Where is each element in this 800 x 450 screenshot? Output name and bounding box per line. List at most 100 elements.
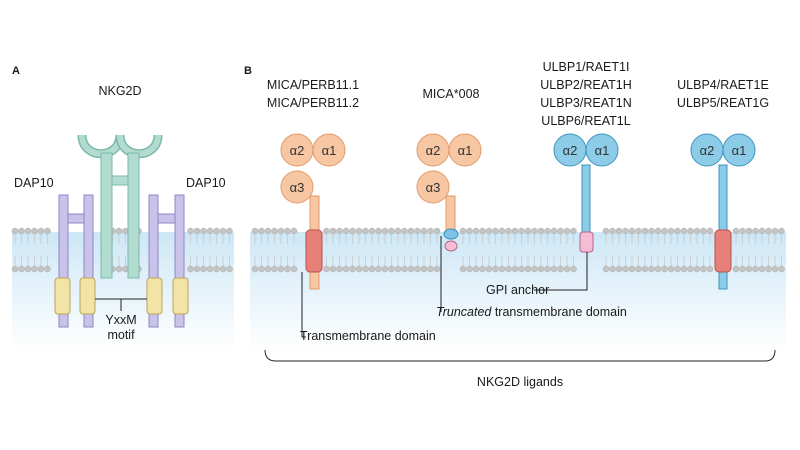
lipid-head	[226, 265, 233, 273]
lipid-head	[407, 227, 415, 235]
lipid-head	[193, 265, 201, 273]
lipid-head	[557, 265, 564, 273]
alpha3-domain	[416, 170, 450, 204]
lipid-head	[570, 227, 577, 235]
lipid-head	[213, 265, 220, 273]
lipid-head	[706, 227, 714, 235]
lipid-head	[524, 265, 532, 273]
lipid-head	[641, 265, 649, 273]
alpha2-label: α2	[426, 143, 441, 158]
lipid-head	[381, 227, 389, 235]
lipid-head	[251, 227, 259, 235]
ligand-name-ulbp4: ULBP4/RAET1E	[677, 78, 769, 92]
lipid-head	[349, 265, 356, 273]
lipid-head	[628, 227, 636, 235]
lipid-head	[771, 227, 779, 235]
leader-lines	[301, 236, 588, 338]
lipid-head	[187, 265, 194, 273]
lipid-head	[323, 265, 330, 273]
lipid-head	[537, 227, 545, 235]
alpha1-label: α1	[595, 143, 610, 158]
panel-label-a: A	[12, 65, 20, 77]
lipid-head	[687, 227, 694, 235]
alpha3-domain	[280, 170, 314, 204]
lipid-head	[375, 227, 382, 235]
ulbp-stalk	[581, 164, 591, 233]
lipid-head	[615, 265, 623, 273]
lipid-head	[200, 265, 207, 273]
truncated-tm-pink	[444, 240, 458, 252]
motif-label-line2: motif	[107, 328, 135, 342]
lipid-head	[622, 227, 629, 235]
lipid-head	[433, 227, 441, 235]
lipid-head	[24, 265, 32, 273]
alpha2-domain	[553, 133, 587, 167]
lipid-bilayer	[11, 227, 785, 273]
lipid-head	[44, 265, 51, 273]
alpha3-label: α3	[290, 180, 305, 195]
lipid-head	[661, 265, 668, 273]
lipid-head	[498, 227, 506, 235]
lipid-head	[329, 227, 337, 235]
ligand-name-ulbp5: ULBP5/REAT1G	[676, 96, 770, 110]
lipid-head	[271, 227, 278, 235]
ligand-mica008: α2 α1 α3	[416, 133, 482, 252]
nkg2d-arm-left-inner	[79, 134, 123, 157]
lipid-head	[778, 227, 785, 235]
nkg2d-arm-right-inner	[117, 134, 161, 157]
lipid-head	[550, 265, 558, 273]
lipid-head	[706, 265, 714, 273]
lipid-head	[414, 265, 421, 273]
nkg2d-label: NKG2D	[98, 84, 142, 98]
lipid-head	[414, 227, 421, 235]
lipid-head	[466, 227, 473, 235]
lipid-head	[739, 265, 746, 273]
alpha2-label: α2	[700, 143, 715, 158]
membrane-band-b	[250, 232, 786, 350]
lipid-head	[459, 227, 467, 235]
lipid-head	[563, 265, 571, 273]
lipid-head	[407, 265, 415, 273]
lipid-head	[362, 227, 369, 235]
lipid-head	[459, 265, 467, 273]
dap10-left	[54, 194, 96, 328]
ligand-ulbp-gpi: α2 α1	[553, 133, 619, 253]
nkg2d-receptor	[77, 134, 163, 279]
lipid-head	[654, 227, 662, 235]
lipid-head	[524, 227, 532, 235]
gpi-anchor	[579, 231, 594, 253]
lipid-head	[342, 265, 350, 273]
membrane-band-a	[12, 232, 234, 350]
lipid-head	[752, 227, 759, 235]
ligand-name-mica008: MICA*008	[422, 87, 480, 101]
lipid-head	[485, 227, 493, 235]
lipid-head	[667, 227, 675, 235]
lipid-head	[765, 265, 772, 273]
lipid-head	[258, 265, 265, 273]
motif-box	[79, 277, 96, 315]
lipid-head	[635, 227, 642, 235]
lipid-head	[401, 265, 408, 273]
motif-box	[54, 277, 71, 315]
lipid-head	[336, 227, 343, 235]
lipid-head	[680, 227, 688, 235]
lipid-head	[700, 265, 707, 273]
lipid-head	[336, 265, 343, 273]
lipid-head	[375, 265, 382, 273]
lipid-head	[667, 265, 675, 273]
lipid-head	[544, 265, 551, 273]
lipid-head	[251, 265, 259, 273]
lipid-head	[44, 227, 51, 235]
lipid-head	[661, 227, 668, 235]
alpha2-label: α2	[290, 143, 305, 158]
mica008-stalk	[445, 195, 456, 233]
lipid-head	[544, 227, 551, 235]
lipid-head	[200, 227, 207, 235]
ligand-mica: α2 α1 α3	[280, 133, 346, 290]
lipid-head	[433, 265, 441, 273]
lipid-head	[550, 227, 558, 235]
lipid-head	[648, 265, 655, 273]
lipid-head	[745, 227, 753, 235]
lipid-head	[557, 227, 564, 235]
lipid-head	[492, 265, 499, 273]
